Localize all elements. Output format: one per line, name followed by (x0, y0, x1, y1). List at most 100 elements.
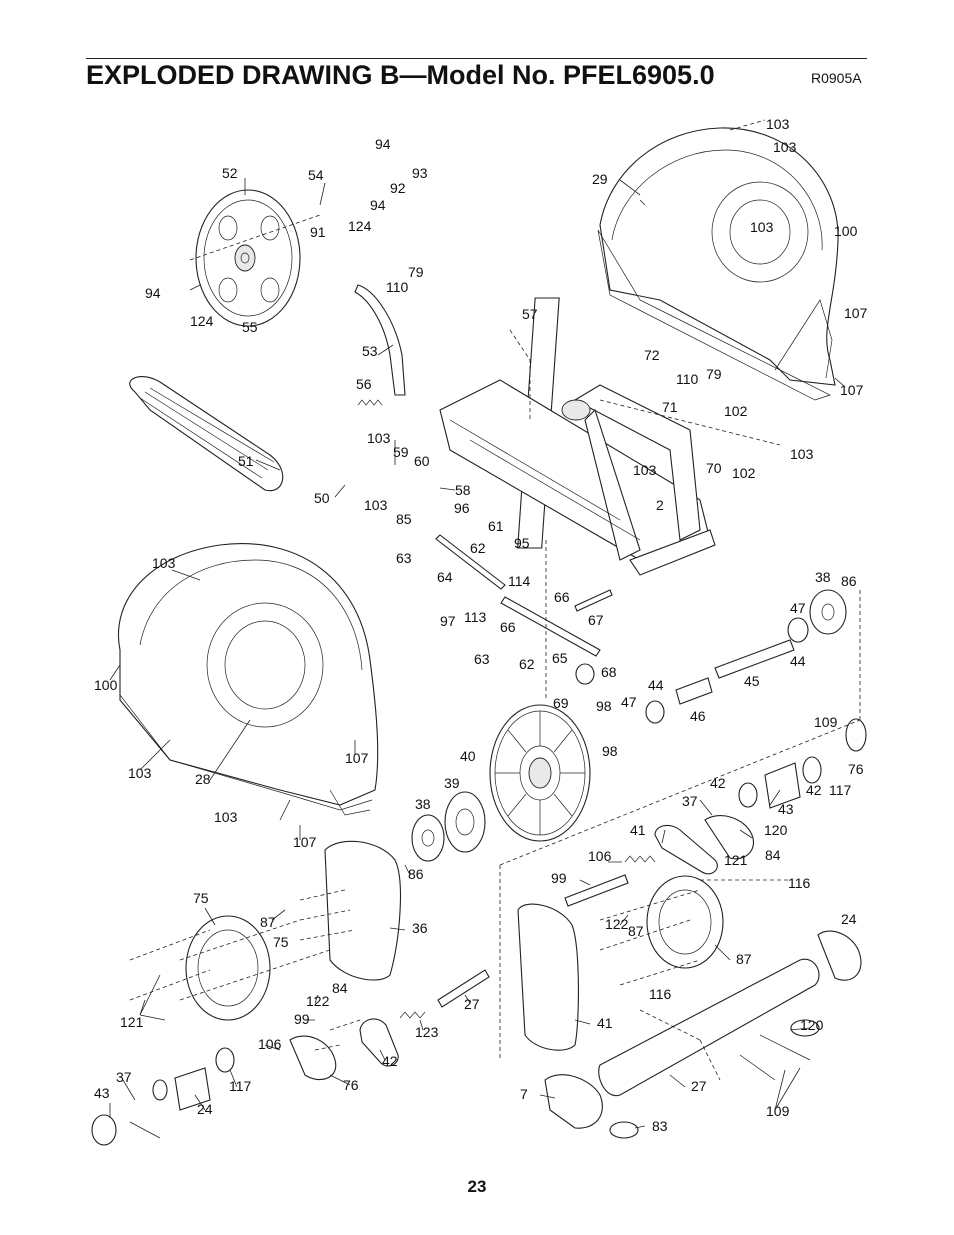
callout-label: 57 (522, 306, 538, 322)
callout-label: 44 (648, 677, 664, 693)
callout-label: 106 (588, 848, 612, 864)
callout-label: 117 (229, 1078, 252, 1094)
callout-label: 84 (332, 980, 348, 996)
callout-label: 66 (554, 589, 570, 605)
callout-label: 92 (390, 180, 406, 196)
callout-label: 103 (773, 139, 797, 155)
bearing-42-left2 (152, 1079, 168, 1101)
callout-label: 100 (94, 677, 118, 693)
callout-label: 68 (601, 664, 617, 680)
callout-label: 24 (197, 1101, 213, 1117)
spring-56 (357, 399, 383, 406)
callout-label: 116 (788, 875, 811, 891)
callout-label: 62 (470, 540, 486, 556)
flywheel (489, 704, 591, 842)
callout-label: 28 (195, 771, 211, 787)
callout-label: 24 (841, 911, 857, 927)
callout-label: 103 (364, 497, 388, 513)
collar-68 (575, 663, 595, 685)
callout-label: 39 (444, 775, 460, 791)
callout-label: 103 (152, 555, 176, 571)
callout-label: 29 (592, 171, 608, 187)
side-plate-36 (324, 840, 401, 981)
callout-label: 43 (94, 1085, 110, 1101)
axle-99-right (564, 874, 629, 907)
callout-label: 107 (293, 834, 317, 850)
callout-label: 70 (706, 460, 722, 476)
callout-label: 109 (766, 1103, 790, 1119)
spring-left (399, 1011, 426, 1019)
axle-45 (714, 639, 795, 679)
callout-label: 94 (375, 136, 391, 152)
bearing-42-right (738, 782, 758, 808)
callout-label: 76 (343, 1077, 359, 1093)
callout-label: 107 (345, 750, 369, 766)
cap-76-left (91, 1114, 117, 1146)
callout-label: 103 (128, 765, 152, 781)
axle-99-left (437, 969, 490, 1008)
callout-label: 54 (308, 167, 324, 183)
axle-67 (574, 589, 613, 612)
callout-label: 59 (393, 444, 409, 460)
bearing-42-right2 (802, 756, 822, 784)
callout-label: 36 (412, 920, 428, 936)
callout-label: 75 (273, 934, 289, 950)
header-rule (86, 58, 867, 59)
callout-label: 37 (116, 1069, 132, 1085)
callout-label: 56 (356, 376, 372, 392)
bearing-42-left (215, 1047, 235, 1073)
callout-label: 47 (790, 600, 806, 616)
callout-label: 67 (588, 612, 604, 628)
callout-label: 98 (596, 698, 612, 714)
callout-label: 110 (386, 279, 409, 295)
callout-label: 85 (396, 511, 412, 527)
page-title: EXPLODED DRAWING B—Model No. PFEL6905.0 (86, 60, 715, 90)
callout-label: 103 (214, 809, 238, 825)
bracket-65 (500, 596, 601, 657)
callout-label: 46 (690, 708, 706, 724)
callout-label: 116 (649, 986, 672, 1002)
callout-label: 86 (841, 573, 857, 589)
callout-label: 41 (597, 1015, 613, 1031)
callout-label: 103 (790, 446, 814, 462)
callout-label: 122 (306, 993, 330, 1009)
disc-38 (411, 814, 445, 862)
callout-label: 103 (766, 116, 790, 132)
callout-label: 37 (682, 793, 698, 809)
callout-label: 96 (454, 500, 470, 516)
crank-cover-right (704, 815, 754, 860)
callout-label: 51 (238, 453, 254, 469)
callout-label: 120 (764, 822, 788, 838)
callout-label: 55 (242, 319, 258, 335)
callout-label: 124 (190, 313, 214, 329)
callout-label: 66 (500, 619, 516, 635)
callout-label: 103 (750, 219, 774, 235)
callout-label: 44 (790, 653, 806, 669)
callout-label: 79 (706, 366, 722, 382)
callout-label: 86 (408, 866, 424, 882)
callout-label: 64 (437, 569, 453, 585)
callout-label: 69 (553, 695, 569, 711)
disc-38-right (809, 589, 847, 635)
callout-label: 120 (800, 1017, 824, 1033)
callout-label: 53 (362, 343, 378, 359)
callout-label: 27 (691, 1078, 707, 1094)
callout-label: 75 (193, 890, 209, 906)
callout-label: 87 (628, 923, 644, 939)
cap-76-right (845, 718, 867, 752)
left-shroud (118, 543, 379, 816)
callout-label: 50 (314, 490, 330, 506)
callout-label: 124 (348, 218, 372, 234)
callout-label: 107 (840, 382, 864, 398)
pulley (195, 189, 301, 327)
housing-43-right (764, 762, 801, 809)
callout-label: 65 (552, 650, 568, 666)
callout-label: 40 (460, 748, 476, 764)
drive-belt (129, 376, 284, 492)
callout-label: 87 (736, 951, 752, 967)
callout-label: 110 (676, 371, 699, 387)
callout-label: 93 (412, 165, 428, 181)
callout-label: 122 (605, 916, 629, 932)
callout-label: 42 (806, 782, 822, 798)
callout-label: 42 (382, 1053, 398, 1069)
